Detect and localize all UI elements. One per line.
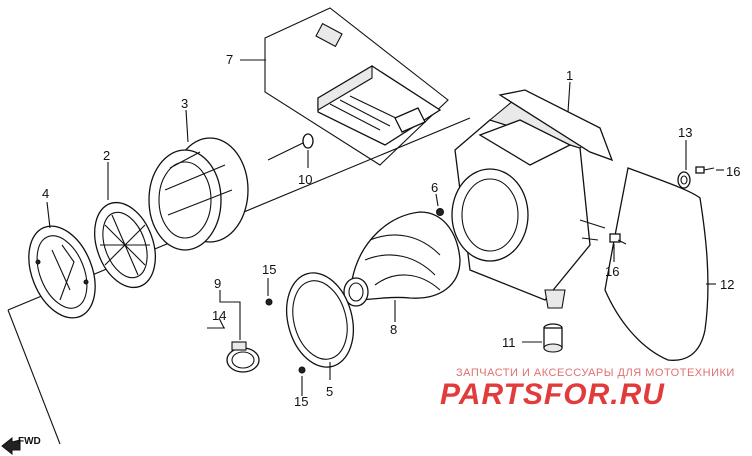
callout-1: 1 [566, 68, 573, 83]
callout-2: 2 [103, 148, 110, 163]
callout-7: 7 [226, 52, 233, 67]
callout-5: 5 [326, 384, 333, 399]
part-4-outer-plate [28, 225, 96, 319]
part-12-side-cover [604, 167, 709, 361]
callout-15-lower: 15 [294, 394, 308, 409]
watermark-tagline: ЗАПЧАСТИ И АКСЕССУАРЫ ДЛЯ МОТОТЕХНИКИ [456, 367, 735, 379]
callout-13: 13 [678, 125, 692, 140]
callout-16-upper: 16 [726, 164, 740, 179]
callout-11: 11 [502, 335, 516, 350]
callout-15-upper: 15 [262, 262, 276, 277]
part-2-element-holder [94, 201, 156, 289]
part-5-gasket [286, 272, 354, 368]
callout-9: 9 [214, 276, 221, 291]
part-9-clamp [207, 327, 260, 373]
callout-12: 12 [720, 277, 734, 292]
part-3-filter-element [148, 137, 249, 251]
part-16-screw-lower [609, 233, 627, 245]
part-13-collar [677, 171, 691, 189]
fwd-direction-marker: FWD [1, 436, 41, 456]
callout-10: 10 [298, 172, 312, 187]
part-15-nut-upper [265, 298, 273, 306]
callout-8: 8 [390, 322, 397, 337]
fwd-arrow-icon [1, 436, 21, 456]
callout-4: 4 [42, 186, 49, 201]
callout-3: 3 [181, 96, 188, 111]
part-8-intake-tube [343, 211, 461, 307]
fwd-label: FWD [18, 436, 41, 447]
part-6-grommet [436, 208, 444, 216]
part-11-drain-plug [543, 323, 563, 353]
callout-6: 6 [431, 180, 438, 195]
part-1-air-cleaner-case [451, 89, 614, 309]
part-7-top-cover [264, 7, 449, 166]
part-15-nut-lower [298, 366, 306, 374]
part-10-rod [267, 133, 314, 161]
assembly-boundary-left [7, 309, 61, 445]
callout-14: 14 [212, 308, 226, 323]
watermark-brand: PARTSFOR.RU [440, 378, 665, 411]
part-16-screw-upper [695, 166, 715, 174]
leader-lines [46, 59, 724, 396]
watermark: ЗАПЧАСТИ И АКСЕССУАРЫ ДЛЯ МОТОТЕХНИКИ PA… [440, 367, 735, 411]
callout-16-lower: 16 [605, 264, 619, 279]
